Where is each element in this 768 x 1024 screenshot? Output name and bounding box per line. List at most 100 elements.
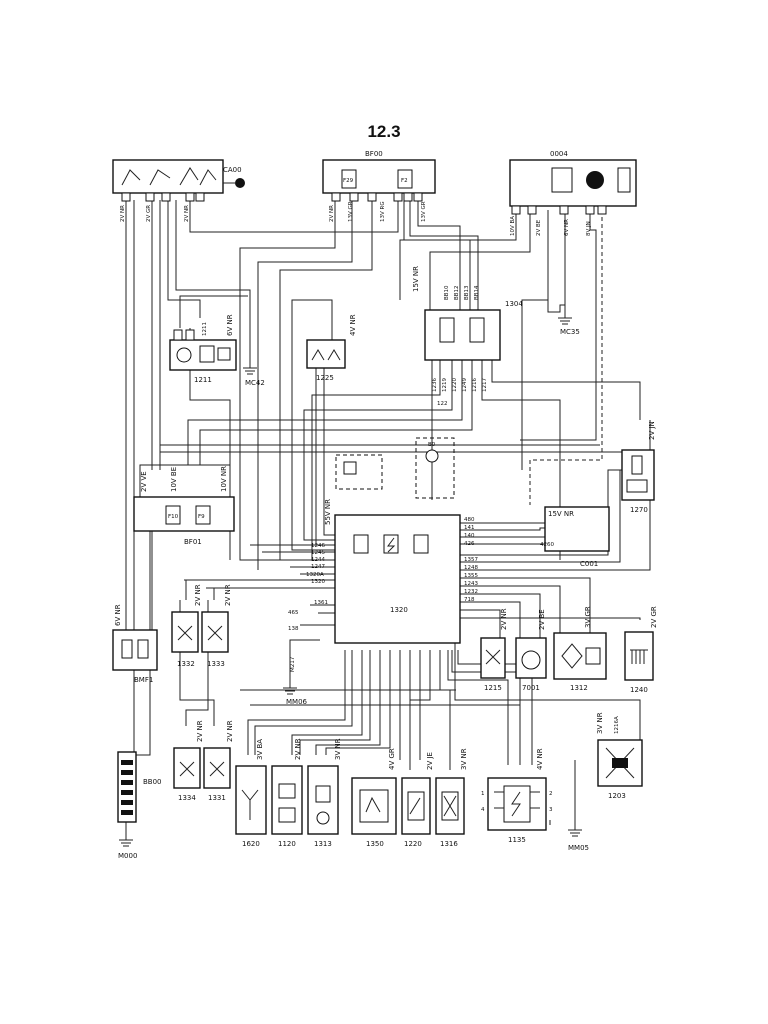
page-title: 12.3 [367, 122, 401, 141]
wire-1236: 1236 [432, 378, 438, 392]
mc42-label: MC42 [245, 379, 265, 387]
bf00-conn-b: 13V GR [348, 201, 354, 222]
c0004-conn-a: 10V BA [510, 216, 516, 236]
c0004-conn-c: 6V NR [564, 219, 570, 236]
bf00-label: BF00 [365, 150, 383, 158]
component-1312: 1312 3V GR [553, 606, 607, 692]
component-1203: 1203 3V NR 1216A [596, 712, 643, 800]
component-1313: 1313 3V NR [307, 738, 342, 848]
fuse-f29: F29 [343, 178, 354, 184]
b0-label: B0 [428, 442, 436, 448]
ground-mm05: MM05 [568, 829, 589, 852]
wire-m217: M217 [290, 656, 296, 672]
r1333-connector: 2V NR [224, 584, 232, 606]
ground-m000: M000 [118, 839, 137, 860]
bf01-label: BF01 [184, 538, 202, 546]
r1620-connector: 3V BA [256, 739, 264, 760]
component-1316: 1316 3V NR [435, 748, 468, 848]
wire-bb13: BB13 [464, 285, 470, 300]
wire-465: 465 [288, 610, 299, 616]
r1316-connector: 3V NR [460, 748, 468, 770]
r1203-connector: 3V NR [596, 712, 604, 734]
bb00-battery: BB00 [117, 751, 162, 823]
mm06-label: MM06 [286, 698, 308, 706]
bf01-connector-c: 10V NR [220, 466, 228, 492]
wire-480: 480 [464, 517, 475, 523]
component-1220: 1220 2V JE [401, 752, 434, 848]
r1220-label: 1220 [404, 840, 422, 848]
c0004-instrument-cluster: 0004 [509, 150, 637, 215]
r1350-connector: 4V GR [388, 748, 396, 770]
c001-label: C001 [580, 560, 598, 568]
r1120-label: 1120 [278, 840, 296, 848]
wire-1249: 1249 [462, 378, 468, 392]
ground-mm06: MM06 M217 [283, 656, 308, 706]
top-connector-labels: 2V NR 2V GR 2V NR 2V NR 13V GR 13V RG 13… [120, 201, 592, 236]
component-1240: 1240 2V GR [624, 606, 658, 694]
wire-1246: 1246 [311, 543, 325, 549]
r1215-label: 1215 [484, 684, 502, 692]
r1350-label: 1350 [366, 840, 384, 848]
bf00-conn-c: 13V RG [380, 201, 386, 222]
r1313-label: 1313 [314, 840, 332, 848]
r1240-connector: 2V GR [650, 606, 658, 628]
bf01-connector-a: 2V VE [140, 471, 148, 492]
c0004-conn-b: 2V BE [536, 219, 542, 236]
r1304-connector: 15V NR [412, 266, 420, 292]
bf00-conn-d: 13V GR [421, 201, 427, 222]
fuse-f2: F2 [401, 178, 408, 184]
wire-1216: 1216 [472, 378, 478, 392]
wire-141: 141 [464, 525, 475, 531]
wire-1217: 1217 [482, 378, 488, 392]
c001-diagnostic-connector: C001 15V NR 4260 [540, 506, 610, 568]
r1270-connector: 2V JN [648, 421, 656, 440]
wire-1216a: 1216A [614, 716, 620, 734]
wire-bb12: BB12 [454, 285, 460, 300]
wire-1361: 1361 [314, 600, 328, 606]
r1135-pin-4: 4 [481, 807, 485, 813]
r1135-label: 1135 [508, 836, 526, 844]
wire-426: 426 [464, 541, 475, 547]
r1211-connector: 6V NR [226, 314, 234, 336]
r1334-label: 1334 [178, 794, 196, 802]
component-1135: 1 4 2 3 1135 4V NR [481, 748, 553, 844]
wire-1247: 1247 [311, 564, 325, 570]
r1135-pin-2: 2 [549, 791, 553, 797]
r1135-pin-3: 3 [549, 807, 553, 813]
bmf1-relay: BMF1 6V NR [112, 604, 158, 684]
r1620-label: 1620 [242, 840, 260, 848]
wire-138: 138 [288, 626, 299, 632]
bmf1-connector: 6V NR [114, 604, 122, 626]
injector-1333: 1333 2V NR [201, 584, 232, 668]
wire-1211: 1211 [202, 322, 208, 336]
dashed-sensor-group: B0 55V NR [324, 437, 455, 525]
r1225-connector: 4V NR [349, 314, 357, 336]
m000-label: M000 [118, 852, 137, 860]
bmf1-label: BMF1 [134, 676, 153, 684]
r1203-label: 1203 [608, 792, 626, 800]
fuse-f10: F10 [168, 514, 179, 520]
component-1225: 1225 4V NR [306, 314, 357, 382]
r1312-connector: 3V GR [584, 606, 592, 628]
r1333-label: 1333 [207, 660, 225, 668]
injector-1334: 1334 2V NR [173, 720, 204, 802]
wire-1248: 1248 [464, 565, 478, 571]
r1332-label: 1332 [177, 660, 195, 668]
wire-1320: 1320 [311, 579, 325, 585]
fuse-f9: F9 [198, 514, 205, 520]
r1334-connector: 2V NR [196, 720, 204, 742]
wire-bb10: BB10 [444, 285, 450, 300]
component-1215: 1215 2V NR [480, 608, 508, 692]
ecu-connector: 55V NR [324, 499, 332, 525]
r1135-pin-1: 1 [481, 791, 485, 797]
wire-1244: 1244 [311, 557, 325, 563]
mc35-label: MC35 [560, 328, 580, 336]
r1270-label: 1270 [630, 506, 648, 514]
relay-1304: 1304 15V NR BB10 BB12 BB13 BB14 1236 121… [412, 266, 523, 407]
bb00-label: BB00 [143, 778, 162, 786]
wire-1243: 1243 [464, 581, 478, 587]
component-7001: 7001 2V BE [515, 609, 547, 692]
c001-connector: 15V NR [548, 510, 574, 518]
component-1211: 1211 6V NR 1211 [169, 314, 237, 384]
